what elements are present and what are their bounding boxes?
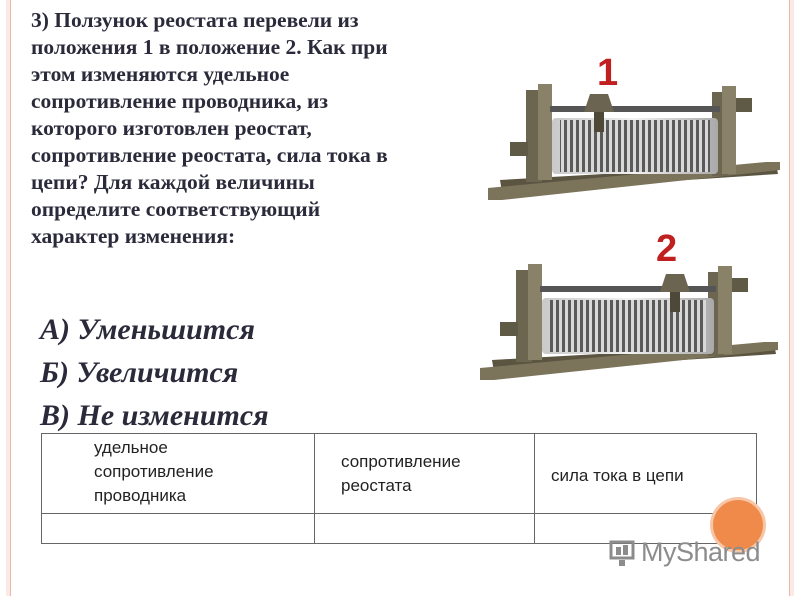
question-line: цепи? Для каждой величины bbox=[31, 170, 315, 194]
header-cell-specific-resistance: удельное сопротивление проводника bbox=[41, 433, 315, 514]
answer-table: удельное сопротивление проводника сопрот… bbox=[41, 433, 757, 544]
figure-label-1: 1 bbox=[597, 52, 619, 94]
question-line: сопротивление реостата, сила тока в bbox=[31, 143, 388, 167]
header-text: сила тока в цепи bbox=[551, 466, 684, 485]
header-text: удельное bbox=[94, 438, 168, 457]
option-b: Б) Увеличится bbox=[40, 356, 239, 389]
question-line: 3) Ползунок реостата перевели из bbox=[31, 8, 359, 32]
option-a: А) Уменьшится bbox=[40, 313, 255, 346]
answer-cell-1[interactable] bbox=[41, 513, 315, 544]
answer-cell-2[interactable] bbox=[314, 513, 535, 544]
question-line: определите соответствующий bbox=[31, 197, 321, 221]
myshared-logo-icon bbox=[609, 540, 635, 566]
question-text: 3) Ползунок реостата перевели из положен… bbox=[31, 7, 491, 250]
figure-label-2: 2 bbox=[656, 228, 678, 270]
question-line: положения 1 в положение 2. Как при bbox=[31, 35, 388, 59]
decorative-circle bbox=[713, 500, 763, 550]
rheostat-image-2 bbox=[480, 264, 778, 380]
question-line: сопротивление проводника, из bbox=[31, 89, 329, 113]
question-line: которого изготовлен реостат, bbox=[31, 116, 312, 140]
header-text: сопротивление bbox=[94, 462, 214, 481]
header-text: проводника bbox=[94, 486, 187, 505]
rheostat-image-1 bbox=[488, 84, 780, 200]
header-cell-rheostat-resistance: сопротивление реостата bbox=[314, 433, 535, 514]
header-text: сопротивление bbox=[341, 452, 461, 471]
question-line: характер изменения: bbox=[31, 224, 236, 248]
table-header-row: удельное сопротивление проводника сопрот… bbox=[41, 433, 757, 514]
watermark: MyShared bbox=[608, 537, 761, 568]
header-text: реостата bbox=[341, 476, 412, 495]
header-cell-current: сила тока в цепи bbox=[534, 433, 757, 514]
watermark-text: MyShared bbox=[641, 537, 761, 567]
option-c: В) Не изменится bbox=[40, 399, 269, 432]
question-line: этом изменяются удельное bbox=[31, 62, 290, 86]
answer-options: А) Уменьшится Б) Увеличится В) Не измени… bbox=[40, 308, 269, 437]
